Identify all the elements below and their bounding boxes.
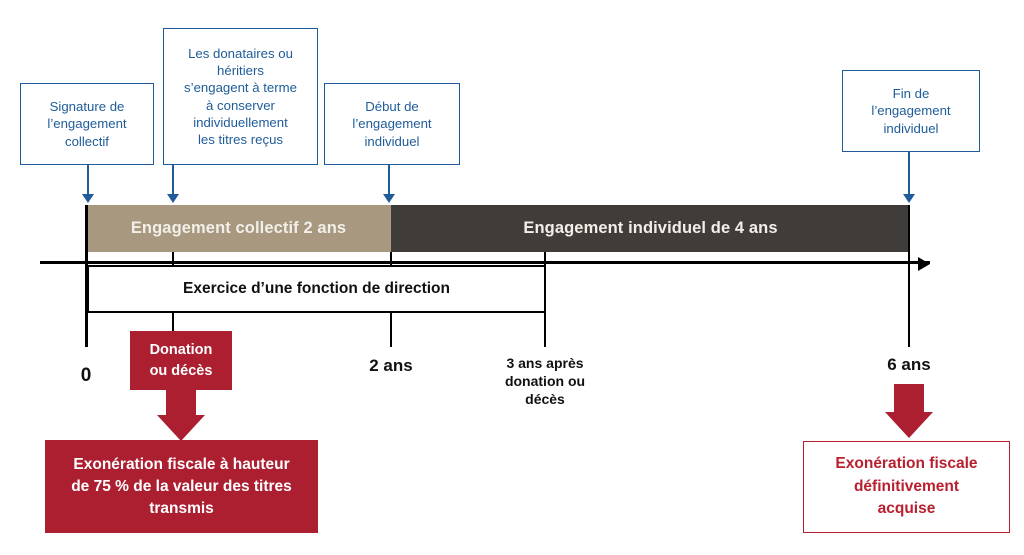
callout-fin-engagement-individuel: Fin de l’engagement individuel (842, 70, 980, 152)
tick-label-6-ans: 6 ans (887, 355, 931, 374)
time-axis-arrow-icon (918, 257, 930, 271)
donation-arrow-stem (166, 388, 196, 418)
fin-arrow-head-icon (885, 412, 933, 438)
callout-signature-engagement-collectif: Signature de l’engagement collectif (20, 83, 154, 165)
donation-arrow-head-icon (157, 415, 205, 441)
fin-arrow-stem (894, 384, 924, 414)
tick-label-0: 0 (80, 365, 92, 386)
outcome-exoneration-definitive: Exonération fiscale définitivement acqui… (803, 441, 1010, 533)
timeline-segment-engagement-collectif: Engagement collectif 2 ans (86, 205, 391, 252)
outcome-exoneration-75: Exonération fiscale à hauteur de 75 % de… (45, 440, 318, 533)
callout-arrow-stem-4 (908, 152, 910, 197)
callout-donataires-heritiers: Les donataires ou héritiers s’engagent à… (163, 28, 318, 165)
callout-arrow-stem-1 (87, 165, 89, 197)
callout-arrow-stem-2 (172, 165, 174, 197)
guide-line-6ans (908, 205, 911, 347)
timeline-bar: Engagement collectif 2 ans Engagement in… (86, 205, 910, 252)
callout-arrow-head-3 (382, 194, 395, 203)
event-badge-donation-ou-deces: Donation ou décès (130, 331, 232, 390)
callout-arrow-head-4 (902, 194, 915, 203)
callout-arrow-head-1 (81, 194, 94, 203)
tick-label-2-ans: 2 ans (369, 356, 413, 375)
callout-arrow-head-2 (166, 194, 179, 203)
callout-debut-engagement-individuel: Début de l’engagement individuel (324, 83, 460, 165)
direction-function-box: Exercice d’une fonction de direction (87, 265, 546, 313)
time-axis-line (40, 261, 930, 264)
guide-line-start (85, 205, 89, 347)
timeline-segment-engagement-individuel: Engagement individuel de 4 ans (391, 205, 910, 252)
callout-arrow-stem-3 (388, 165, 390, 197)
tick-label-3-ans-apres: 3 ans après donation ou décès (504, 355, 586, 407)
